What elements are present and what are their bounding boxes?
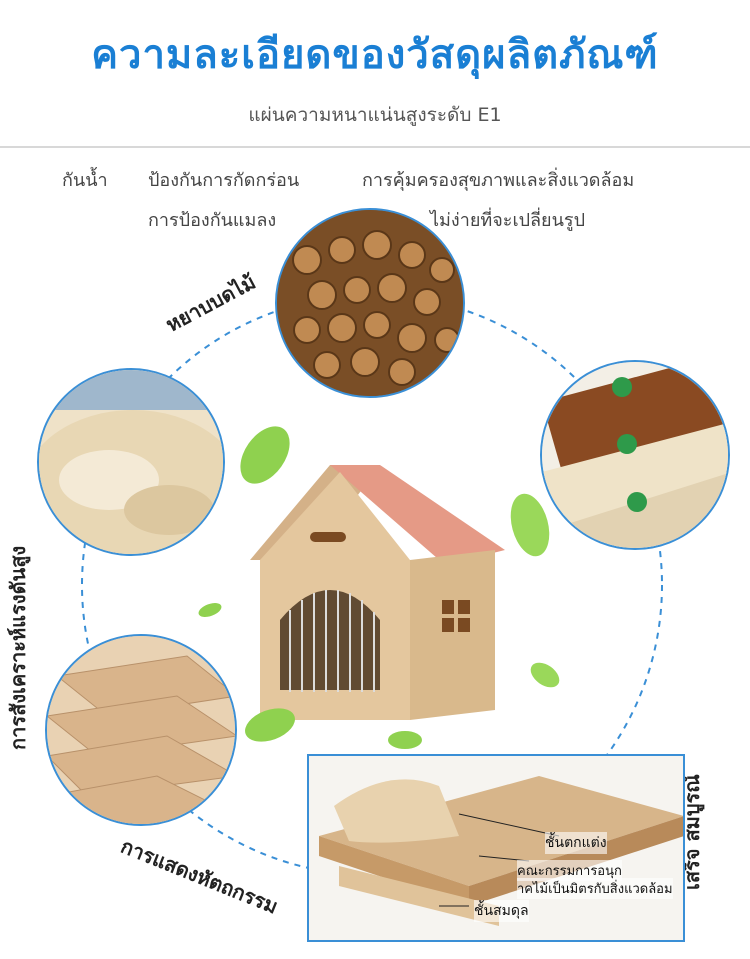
page-title: ความละเอียดของวัสดุผลิตภัณฑ์ <box>91 32 659 78</box>
sawdust-photo <box>37 368 225 556</box>
leaf-decoration <box>510 493 550 557</box>
leaf-decoration <box>198 603 222 617</box>
divider <box>0 146 750 148</box>
leaf-decoration <box>245 708 295 742</box>
feature-waterproof: กันน้ำ <box>62 170 108 191</box>
page-subtitle: แผ่นความหนาแน่นสูงระดับ E1 <box>248 104 502 126</box>
logs-photo <box>275 208 465 398</box>
mdf-boards-photo <box>45 634 237 826</box>
feature-anti-corrosion: ป้องกันการกัดกร่อน <box>148 170 300 191</box>
finished-boards-photo <box>540 360 730 550</box>
balance-layer-label: ชั้นสมดุล <box>474 900 529 922</box>
feature-no-deform: ไม่ง่ายที่จะเปลี่ยนรูป <box>430 210 585 231</box>
leaf-decoration <box>240 426 290 484</box>
dog-house-illustration <box>250 465 505 720</box>
decor-layer-label: ชั้นตกแต่ง <box>545 832 607 854</box>
leaf-decoration <box>388 731 422 749</box>
step-high-pressure: การสังเคราะห์แรงดันสูง <box>6 545 30 750</box>
feature-insect-proof: การป้องกันแมลง <box>148 210 277 231</box>
committee-label-2: าคไม้เป็นมิตรกับสิ่งแวดล้อม <box>517 878 673 899</box>
committee-label-1: คณะกรรมการอนุก <box>517 860 622 881</box>
leaf-decoration <box>530 662 560 688</box>
layer-diagram: ชั้นตกแต่ง คณะกรรมการอนุก าคไม้เป็นมิตรก… <box>307 754 685 942</box>
feature-eco-health: การคุ้มครองสุขภาพและสิ่งแวดล้อม <box>362 170 635 191</box>
